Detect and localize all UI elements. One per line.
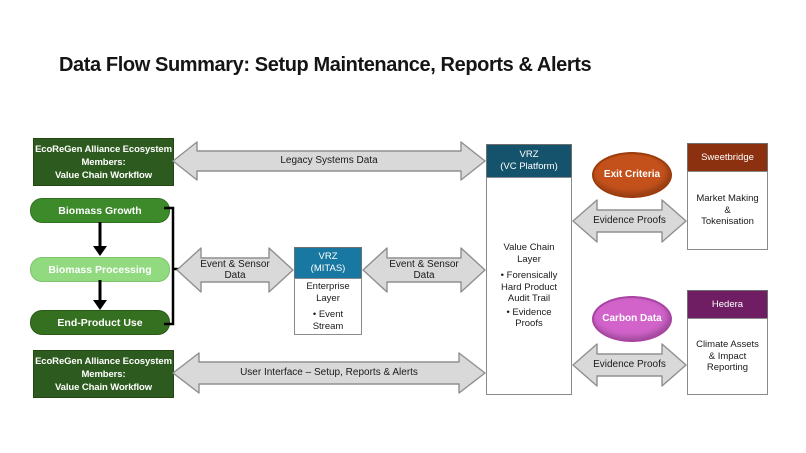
ecoregen-bottom-line1: EcoReGen Alliance Ecosystem (35, 355, 172, 367)
double-arrow-shape (362, 247, 486, 293)
hedera-line2: & Impact (708, 350, 747, 362)
biomass-processing-node: Biomass Processing (30, 257, 170, 282)
evidence-proofs-arrow-bottom: Evidence Proofs (572, 343, 687, 387)
vrz-mitas-bullet-1: • Event Stream (312, 309, 344, 332)
double-arrow-shape (172, 352, 486, 394)
event-sensor-data-arrow-left: Event & Sensor Data (176, 247, 294, 293)
hedera-box: Hedera Climate Assets & Impact Reporting (687, 290, 768, 395)
ecoregen-top-line2: Members: (81, 156, 126, 168)
exit-criteria-node: Exit Criteria (592, 152, 672, 198)
double-arrow-shape (176, 247, 294, 293)
ecoregen-bottom-line3: Value Chain Workflow (54, 381, 153, 393)
down-arrow-processing-to-enduse (93, 280, 107, 310)
vrz-vc-bullet-2: • Evidence Proofs (506, 306, 552, 330)
biomass-growth-node: Biomass Growth (30, 198, 170, 223)
sweetbridge-header: Sweetbridge (687, 143, 768, 171)
user-interface-arrow: User Interface – Setup, Reports & Alerts (172, 352, 486, 394)
vrz-vc-platform-box: VRZ (VC Platform) Value Chain Layer • Fo… (486, 144, 572, 395)
vrz-mitas-body-title: Enterprise Layer (306, 281, 350, 304)
vrz-mitas-header-line1: VRZ (318, 251, 338, 262)
evidence-proofs-arrow-top: Evidence Proofs (572, 199, 687, 243)
double-arrow-shape (572, 343, 687, 387)
hedera-body: Climate Assets & Impact Reporting (687, 318, 768, 395)
event-sensor-data-label-left: Event & Sensor Data (200, 258, 270, 282)
sweetbridge-line1: Market Making (696, 193, 759, 205)
evidence-proofs-label-bottom: Evidence Proofs (593, 359, 666, 371)
page-title: Data Flow Summary: Setup Maintenance, Re… (59, 54, 592, 76)
user-interface-label: User Interface – Setup, Reports & Alerts (240, 367, 418, 379)
vrz-vc-header-line2: (VC Platform) (500, 161, 558, 172)
legacy-systems-data-arrow: Legacy Systems Data (172, 141, 486, 181)
hedera-header: Hedera (687, 290, 768, 318)
legacy-systems-data-label: Legacy Systems Data (280, 155, 378, 167)
event-sensor-data-label-right: Event & Sensor Data (389, 258, 459, 282)
vrz-vc-body: Value Chain Layer • Forensically Hard Pr… (486, 177, 572, 395)
vrz-mitas-header-line2: (MITAS) (310, 263, 346, 274)
vrz-vc-header: VRZ (VC Platform) (486, 144, 572, 177)
event-sensor-data-arrow-right: Event & Sensor Data (362, 247, 486, 293)
ecoregen-bottom-line2: Members: (81, 368, 126, 380)
vrz-mitas-box: VRZ (MITAS) Enterprise Layer • Event Str… (294, 247, 362, 335)
vrz-vc-body-title: Value Chain Layer (503, 242, 555, 265)
sweetbridge-box: Sweetbridge Market Making & Tokenisation (687, 143, 768, 250)
ecoregen-top-line3: Value Chain Workflow (54, 169, 153, 181)
vrz-mitas-header: VRZ (MITAS) (294, 247, 362, 278)
ecoregen-members-box-top: EcoReGen Alliance Ecosystem Members: Val… (33, 138, 174, 186)
vrz-vc-bullet-1: • Forensically Hard Product Audit Trail (500, 270, 558, 305)
ecoregen-members-box-bottom: EcoReGen Alliance Ecosystem Members: Val… (33, 350, 174, 398)
hedera-line3: Reporting (706, 362, 749, 374)
vrz-vc-header-line1: VRZ (519, 149, 539, 160)
carbon-data-label: Carbon Data (602, 313, 662, 324)
sweetbridge-body: Market Making & Tokenisation (687, 171, 768, 250)
double-arrow-shape (572, 199, 687, 243)
end-product-use-node: End-Product Use (30, 310, 170, 335)
ecoregen-top-line1: EcoReGen Alliance Ecosystem (35, 143, 172, 155)
exit-criteria-label: Exit Criteria (603, 169, 661, 180)
sweetbridge-line3: Tokenisation (701, 216, 754, 228)
vrz-mitas-body: Enterprise Layer • Event Stream (294, 278, 362, 335)
hedera-line1: Climate Assets (696, 339, 759, 351)
carbon-data-node: Carbon Data (592, 296, 672, 342)
double-arrow-shape (172, 141, 486, 181)
sweetbridge-line2: & (724, 204, 731, 216)
down-arrow-growth-to-processing (93, 222, 107, 256)
evidence-proofs-label-top: Evidence Proofs (593, 215, 666, 227)
